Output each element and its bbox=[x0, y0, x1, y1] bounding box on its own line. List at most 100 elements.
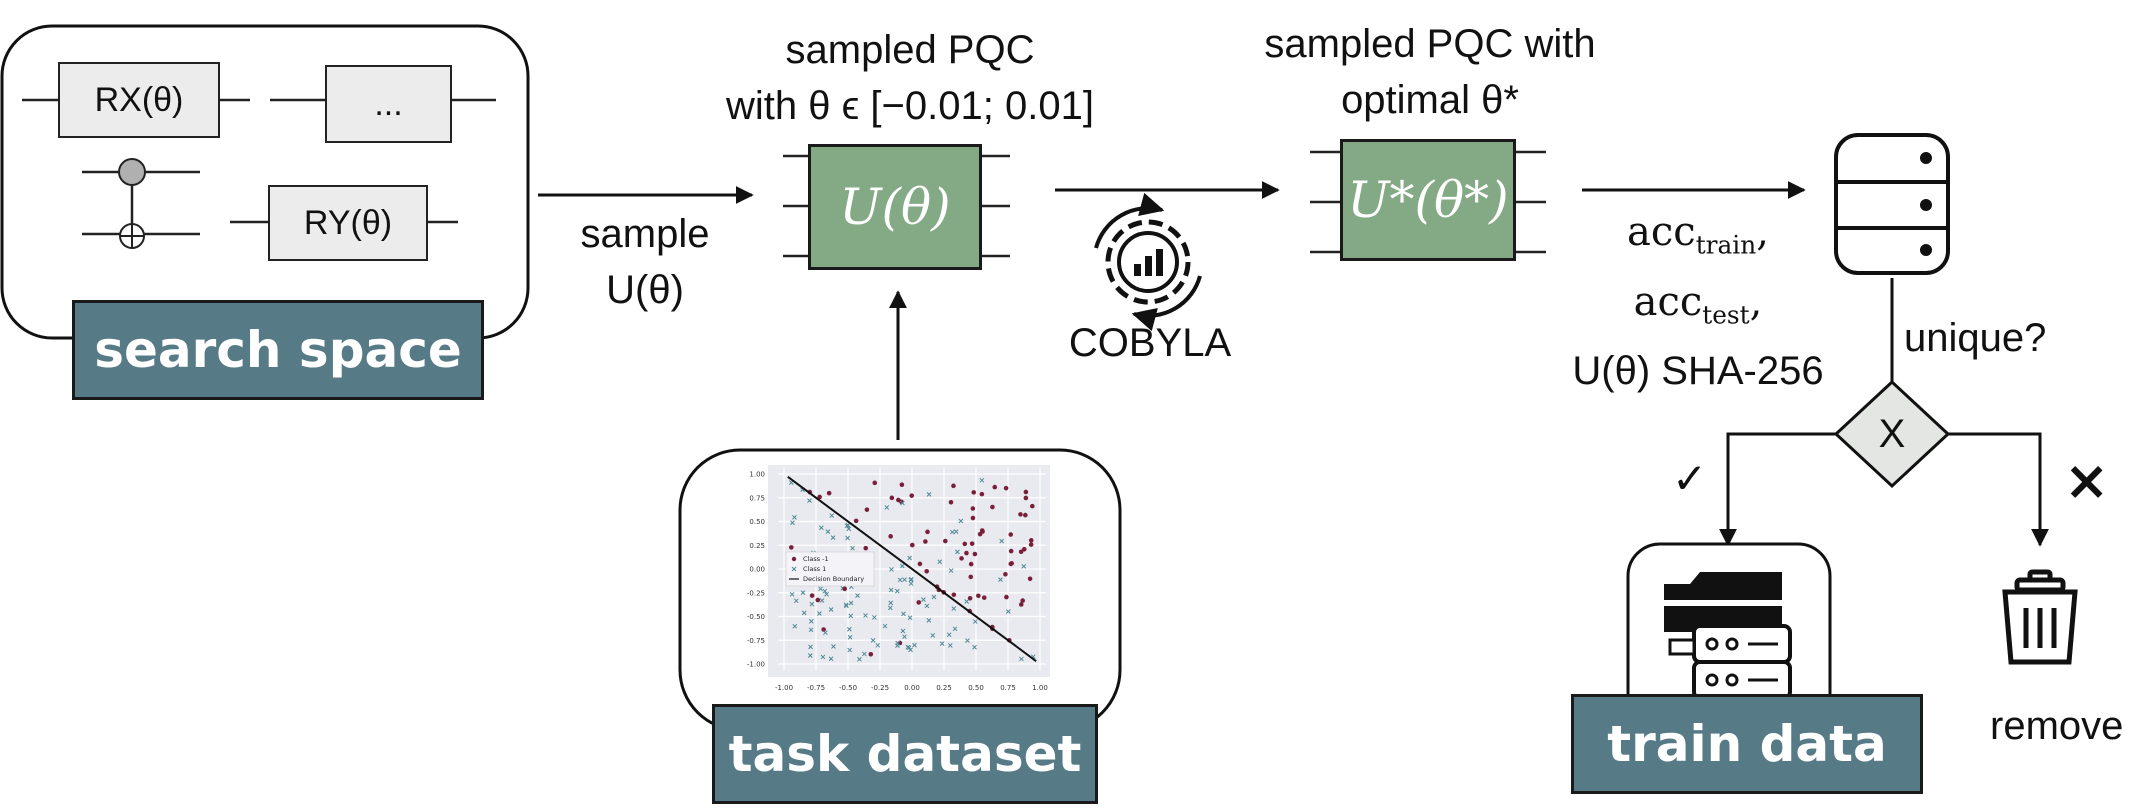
point-class-neg bbox=[1030, 503, 1035, 509]
point-class-pos bbox=[953, 529, 959, 534]
acc-train: acctrain, bbox=[1627, 209, 1769, 260]
point-class-neg bbox=[992, 484, 998, 490]
point-class-pos bbox=[843, 602, 849, 608]
unique-question: unique? bbox=[1904, 316, 2047, 360]
point-class-neg bbox=[979, 491, 985, 497]
point-class-pos bbox=[830, 535, 836, 540]
point-class-pos bbox=[926, 618, 932, 623]
point-class-pos bbox=[931, 594, 937, 600]
x-tick-label: 0.50 bbox=[968, 684, 984, 692]
point-class-pos bbox=[792, 623, 798, 629]
point-class-pos bbox=[888, 600, 894, 606]
point-class-pos bbox=[924, 603, 930, 609]
point-class-pos bbox=[825, 529, 831, 534]
point-class-pos bbox=[1019, 656, 1024, 662]
point-class-pos bbox=[818, 525, 824, 531]
point-class-pos bbox=[930, 633, 936, 638]
point-class-neg bbox=[1028, 538, 1034, 543]
point-class-pos bbox=[939, 641, 945, 647]
point-class-neg bbox=[1023, 512, 1028, 518]
point-class-neg bbox=[1008, 548, 1014, 554]
y-tick-label: 0.75 bbox=[749, 494, 765, 502]
yes-check-icon: ✓ bbox=[1672, 454, 1708, 503]
point-class-pos bbox=[861, 651, 867, 657]
x-tick-label: 1.00 bbox=[1032, 684, 1048, 692]
point-class-pos bbox=[895, 643, 900, 648]
point-class-pos bbox=[808, 627, 814, 633]
point-class-neg bbox=[951, 592, 957, 598]
point-class-pos bbox=[907, 615, 913, 621]
point-class-neg bbox=[959, 556, 964, 561]
point-class-neg bbox=[968, 574, 974, 580]
point-class-pos bbox=[952, 626, 958, 632]
point-class-pos bbox=[823, 630, 828, 636]
x-tick-label: 0.00 bbox=[904, 684, 920, 692]
trash-icon bbox=[2002, 569, 2078, 665]
point-class-pos bbox=[817, 611, 822, 616]
point-class-neg bbox=[853, 518, 859, 524]
point-class-neg bbox=[842, 586, 847, 592]
point-class-neg bbox=[821, 627, 826, 632]
point-class-neg bbox=[896, 497, 901, 503]
point-class-neg bbox=[925, 529, 930, 535]
point-class-pos bbox=[949, 529, 955, 535]
point-class-pos bbox=[955, 549, 960, 555]
point-class-pos bbox=[1006, 609, 1011, 614]
point-class-pos bbox=[807, 498, 812, 503]
point-class-neg bbox=[971, 490, 977, 495]
point-class-pos bbox=[907, 555, 913, 561]
point-class-neg bbox=[976, 593, 981, 599]
point-class-pos bbox=[921, 597, 926, 602]
point-class-pos bbox=[848, 600, 854, 606]
point-class-neg bbox=[864, 507, 870, 512]
decision-symbol: X bbox=[1878, 412, 1906, 456]
point-class-neg bbox=[981, 595, 987, 600]
point-class-pos bbox=[926, 491, 932, 497]
point-class-neg bbox=[863, 545, 869, 551]
decision-diamond bbox=[1833, 379, 1951, 489]
point-class-pos bbox=[912, 642, 917, 648]
optimizer-gear-icon bbox=[1094, 192, 1202, 332]
placeholder-gate: ... bbox=[325, 65, 452, 143]
decision-boundary-line bbox=[787, 476, 1037, 662]
point-class-neg bbox=[923, 539, 928, 544]
point-class-neg bbox=[788, 545, 794, 550]
optimizer-label: COBYLA bbox=[1068, 321, 1232, 365]
point-class-pos bbox=[850, 545, 855, 551]
point-class-neg bbox=[1008, 532, 1014, 537]
point-class-pos bbox=[819, 598, 825, 603]
point-class-pos bbox=[848, 613, 854, 619]
y-tick-label: -0.75 bbox=[747, 637, 765, 645]
point-class-neg bbox=[970, 506, 976, 511]
point-class-neg bbox=[948, 499, 954, 505]
point-class-pos bbox=[948, 568, 954, 573]
point-class-pos bbox=[845, 535, 850, 541]
point-class-neg bbox=[964, 550, 969, 556]
point-class-pos bbox=[822, 588, 828, 594]
cnot-target-icon bbox=[119, 223, 145, 249]
rx-gate: RX(θ) bbox=[58, 62, 220, 138]
point-class-pos bbox=[820, 654, 826, 660]
point-class-pos bbox=[863, 613, 868, 618]
point-class-neg bbox=[1027, 576, 1033, 582]
x-tick-label: 0.25 bbox=[936, 684, 952, 692]
point-class-pos bbox=[829, 513, 835, 518]
point-class-neg bbox=[968, 561, 974, 567]
point-class-pos bbox=[894, 588, 900, 594]
point-class-neg bbox=[868, 651, 874, 657]
point-class-neg bbox=[809, 593, 815, 598]
legend-entry: Class 1 bbox=[803, 565, 826, 573]
point-class-pos bbox=[855, 593, 860, 598]
point-class-pos bbox=[908, 581, 914, 586]
control-dot-icon bbox=[118, 158, 146, 186]
x-tick-label: -0.75 bbox=[807, 684, 825, 692]
point-class-pos bbox=[902, 577, 907, 583]
y-tick-label: 0.00 bbox=[749, 566, 765, 574]
point-class-pos bbox=[847, 647, 853, 653]
point-class-pos bbox=[908, 576, 914, 582]
point-class-pos bbox=[789, 591, 795, 597]
point-class-pos bbox=[900, 500, 905, 506]
point-class-pos bbox=[871, 615, 877, 620]
point-class-pos bbox=[792, 514, 797, 520]
